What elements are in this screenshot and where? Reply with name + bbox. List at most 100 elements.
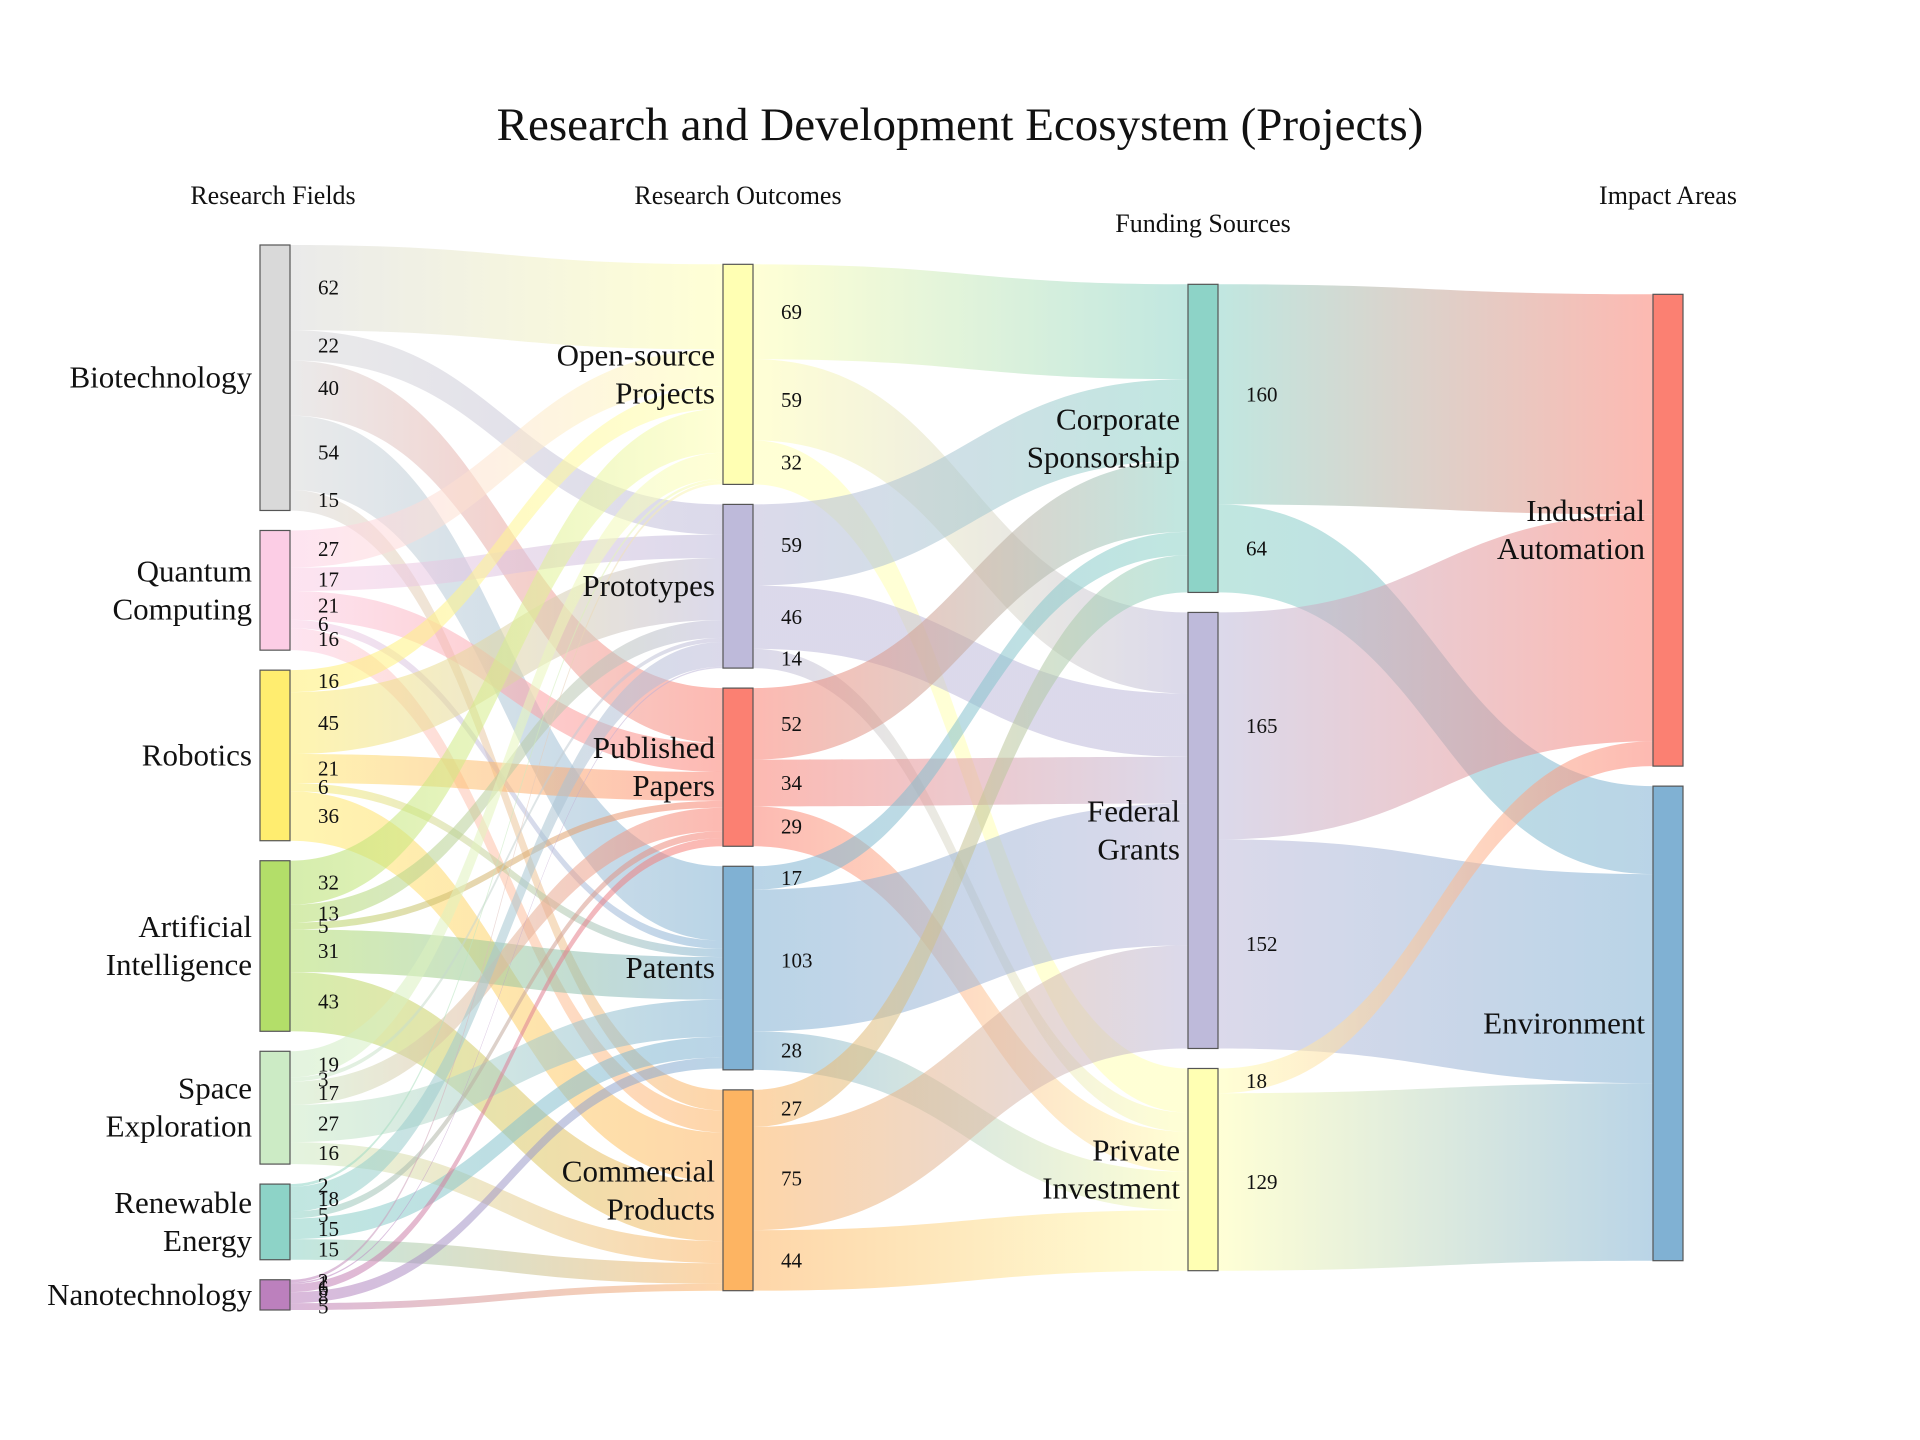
node-fed[interactable] (1187, 611, 1219, 1050)
link-bio-to-proto[interactable] (290, 330, 723, 535)
node-nano[interactable] (259, 1279, 291, 1311)
node-label-line: Nanotechnology (47, 1277, 252, 1312)
node-label-line: Private (1092, 1133, 1180, 1168)
link-space-to-proto[interactable] (290, 637, 723, 1082)
flow-value-proto-to-corp: 59 (781, 533, 802, 557)
link-nano-to-patents[interactable] (290, 1057, 723, 1304)
node-label-line: Quantum (137, 553, 252, 588)
link-papers-to-corp[interactable] (753, 460, 1188, 760)
node-label-line: Published (593, 730, 716, 765)
node-space[interactable] (259, 1050, 291, 1165)
flow-value-papers-to-corp: 52 (781, 712, 802, 736)
link-renew-to-patents[interactable] (290, 1036, 723, 1240)
link-renew-to-papers[interactable] (290, 831, 723, 1219)
node-label-line: Commercial (562, 1153, 715, 1188)
link-patents-to-corp[interactable] (753, 531, 1188, 890)
flow-value-ai-to-open: 32 (318, 871, 339, 895)
sankey-links (290, 245, 1653, 1310)
node-renew[interactable] (259, 1183, 291, 1261)
link-space-to-open[interactable] (290, 452, 723, 1078)
node-label-line: Industrial (1526, 493, 1645, 528)
link-renew-to-proto[interactable] (290, 641, 723, 1212)
link-open-to-fed[interactable] (753, 359, 1188, 694)
link-bio-to-open[interactable] (290, 245, 723, 350)
link-ai-to-open[interactable] (290, 408, 723, 905)
link-nano-to-papers[interactable] (290, 838, 723, 1293)
flow-value-renew-to-proto: 18 (318, 1187, 339, 1211)
link-rob-to-patents[interactable] (290, 782, 723, 958)
link-comm-to-priv[interactable] (753, 1210, 1188, 1291)
node-priv[interactable] (1187, 1067, 1219, 1272)
link-priv-to-ind[interactable] (1218, 741, 1653, 1094)
flow-value-rob-to-comm: 36 (318, 804, 339, 828)
link-fed-to-ind[interactable] (1218, 514, 1653, 840)
flow-value-qc-to-open: 27 (318, 537, 339, 561)
node-label-line: Projects (615, 375, 715, 410)
link-patents-to-fed[interactable] (753, 803, 1188, 1032)
node-label-line: Automation (1497, 531, 1646, 566)
link-nano-to-proto[interactable] (290, 666, 723, 1284)
link-nano-to-open[interactable] (290, 481, 723, 1283)
link-open-to-corp[interactable] (753, 264, 1188, 380)
column-header-research-fields: Research Fields (190, 181, 355, 210)
link-proto-to-fed[interactable] (753, 585, 1188, 757)
flow-value-bio-to-patents: 54 (318, 441, 340, 465)
flow-value-renew-to-papers: 5 (318, 1203, 329, 1227)
node-comm[interactable] (722, 1089, 754, 1292)
node-patents[interactable] (722, 865, 754, 1071)
flow-value-papers-to-priv: 29 (781, 814, 802, 838)
link-renew-to-comm[interactable] (290, 1239, 723, 1284)
node-open[interactable] (722, 263, 754, 485)
flow-value-comm-to-fed: 75 (781, 1167, 802, 1191)
link-priv-to-env[interactable] (1218, 1083, 1653, 1271)
link-papers-to-fed[interactable] (753, 756, 1188, 807)
node-corp[interactable] (1187, 283, 1219, 594)
link-rob-to-comm[interactable] (290, 791, 723, 1183)
node-label-line: Exploration (106, 1109, 253, 1144)
link-fed-to-env[interactable] (1218, 839, 1653, 1084)
link-space-to-patents[interactable] (290, 999, 723, 1143)
link-papers-to-priv[interactable] (753, 806, 1188, 1172)
link-corp-to-ind[interactable] (1218, 284, 1653, 515)
link-qc-to-proto[interactable] (290, 534, 723, 592)
link-comm-to-corp[interactable] (753, 555, 1188, 1127)
link-bio-to-comm[interactable] (290, 489, 723, 1111)
link-comm-to-fed[interactable] (753, 945, 1188, 1231)
flow-value-rob-to-open: 16 (318, 669, 339, 693)
node-env[interactable] (1652, 785, 1684, 1262)
flow-value-rob-to-papers: 21 (318, 757, 339, 781)
link-space-to-papers[interactable] (290, 807, 723, 1105)
flow-value-bio-to-proto: 22 (318, 333, 339, 357)
link-ai-to-papers[interactable] (290, 800, 723, 930)
link-renew-to-open[interactable] (290, 478, 723, 1187)
flow-value-priv-to-ind: 18 (1246, 1069, 1267, 1093)
sankey-flow-labels: 6222405415271721616164521636321353143193… (318, 276, 1278, 1319)
node-label-line: Computing (112, 591, 252, 626)
link-nano-to-comm[interactable] (290, 1283, 723, 1310)
link-proto-to-corp[interactable] (753, 379, 1188, 586)
node-bio[interactable] (259, 244, 291, 512)
node-qc[interactable] (259, 529, 291, 651)
node-papers[interactable] (722, 687, 754, 847)
node-label-line: Artificial (138, 909, 252, 944)
node-label-patents: Patents (625, 950, 715, 985)
link-qc-to-comm[interactable] (290, 628, 723, 1133)
flow-value-proto-to-priv: 14 (781, 646, 803, 670)
node-ind[interactable] (1652, 293, 1684, 767)
node-proto[interactable] (722, 503, 754, 669)
flow-value-space-to-patents: 27 (318, 1112, 339, 1136)
node-label-line: Renewable (114, 1185, 252, 1220)
node-ai[interactable] (259, 860, 291, 1032)
link-rob-to-open[interactable] (290, 386, 723, 693)
link-ai-to-comm[interactable] (290, 972, 723, 1242)
flow-value-fed-to-ind: 165 (1246, 714, 1278, 738)
link-qc-to-open[interactable] (290, 349, 723, 568)
node-label-line: Products (607, 1191, 716, 1226)
node-rob[interactable] (259, 669, 291, 842)
flow-value-bio-to-open: 62 (318, 276, 339, 300)
flow-value-patents-to-priv: 28 (781, 1039, 802, 1063)
